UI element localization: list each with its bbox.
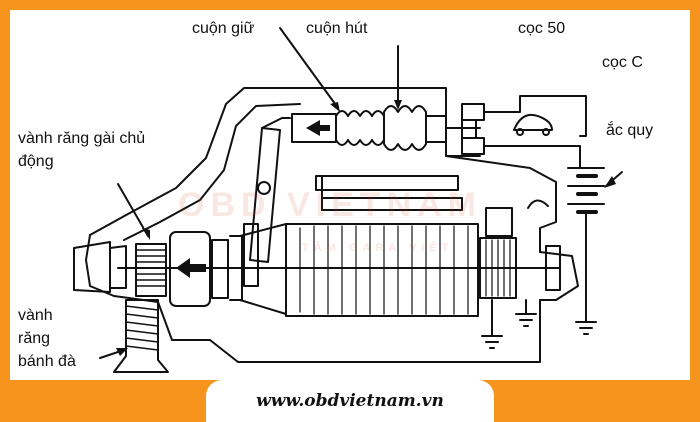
label-drive-gear-line2: động bbox=[18, 153, 54, 170]
watermark-brand: OBD VIETNAM bbox=[178, 186, 482, 224]
watermark-tagline: TÂM GARA VIỆT bbox=[302, 242, 454, 254]
label-terminal-c: cọc C bbox=[602, 54, 643, 71]
flywheel-teeth bbox=[125, 305, 159, 351]
plunger-arrow bbox=[306, 120, 330, 136]
pinion-teeth bbox=[135, 249, 167, 287]
label-terminal-50: cọc 50 bbox=[518, 20, 566, 37]
drive-gear-leader bbox=[117, 183, 149, 237]
label-flywheel-line1: vành bbox=[18, 307, 53, 324]
shift-lever bbox=[249, 127, 281, 263]
label-holding-coil: cuộn giữ bbox=[192, 20, 255, 37]
holding-coil-symbol bbox=[335, 110, 385, 146]
armature-windings bbox=[299, 225, 469, 315]
label-drive-gear-line1: vành răng gài chủ bbox=[18, 130, 146, 147]
label-pull-coil: cuộn hút bbox=[306, 20, 368, 37]
pinion-gear bbox=[135, 243, 167, 297]
label-battery: ắc quy bbox=[606, 122, 654, 139]
armature bbox=[285, 223, 479, 317]
housing-outline bbox=[85, 87, 579, 363]
footer-tab: www.obdvietnam.vn bbox=[206, 380, 494, 422]
overrunning-clutch bbox=[169, 231, 211, 307]
label-flywheel-line3: bánh đà bbox=[18, 353, 76, 370]
field-coil-lead bbox=[315, 175, 459, 191]
brush-holder bbox=[485, 207, 513, 237]
housing-inner-line bbox=[123, 103, 301, 241]
footer-url-link[interactable]: www.obdvietnam.vn bbox=[256, 391, 444, 411]
solenoid-terminal bbox=[461, 103, 485, 121]
pull-coil-symbol bbox=[383, 105, 427, 151]
wire-terminal-50 bbox=[483, 95, 587, 137]
battery-symbol-icon bbox=[567, 167, 605, 323]
ignition-switch bbox=[513, 113, 553, 131]
label-flywheel-line2: răng bbox=[18, 330, 51, 347]
arrow-icon bbox=[176, 258, 206, 278]
flywheel-ring-gear bbox=[113, 299, 169, 373]
contact-plate bbox=[425, 115, 447, 143]
holding-coil-leader bbox=[279, 27, 339, 109]
drive-nose bbox=[73, 241, 111, 293]
ground-symbol-icon bbox=[481, 299, 597, 349]
